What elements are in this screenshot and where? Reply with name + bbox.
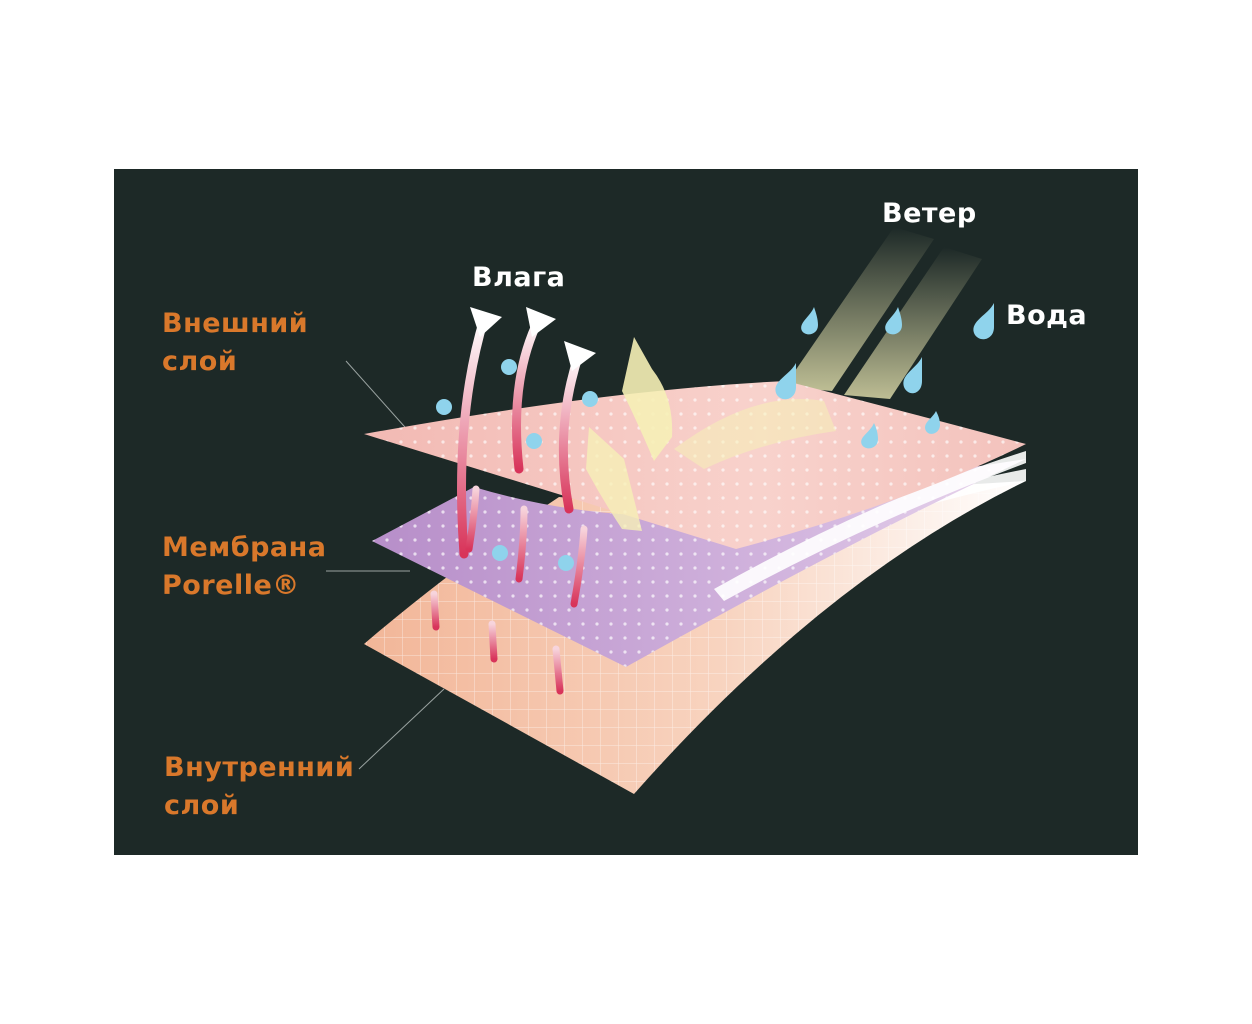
- moisture-bubbles: [436, 359, 598, 571]
- inner-layer-leader-line: [358, 688, 445, 770]
- fabric-layers-illustration: [326, 227, 1026, 794]
- water-drop-icon: [775, 303, 994, 449]
- moisture-label: Влага: [472, 262, 566, 293]
- inner-layer-label: Внутренний слой: [164, 752, 355, 821]
- outer-layer-leader-line: [345, 360, 413, 436]
- diagram-panel: Внешний слой Мембрана Porelle® Внутренни…: [114, 169, 1138, 855]
- wind-label: Ветер: [882, 198, 977, 229]
- wind-stream-icon: [784, 227, 982, 399]
- membrane-sheet: [372, 459, 1026, 667]
- membrane-label: Мембрана Porelle®: [162, 532, 327, 601]
- moisture-arrow-icon: [457, 307, 596, 559]
- moisture-arrow-icon: [430, 590, 564, 695]
- moisture-arrow-icon: [465, 485, 588, 608]
- water-label: Вода: [1006, 300, 1088, 331]
- outer-layer-sheet: [364, 381, 1026, 549]
- outer-layer-label: Внешний слой: [162, 308, 309, 377]
